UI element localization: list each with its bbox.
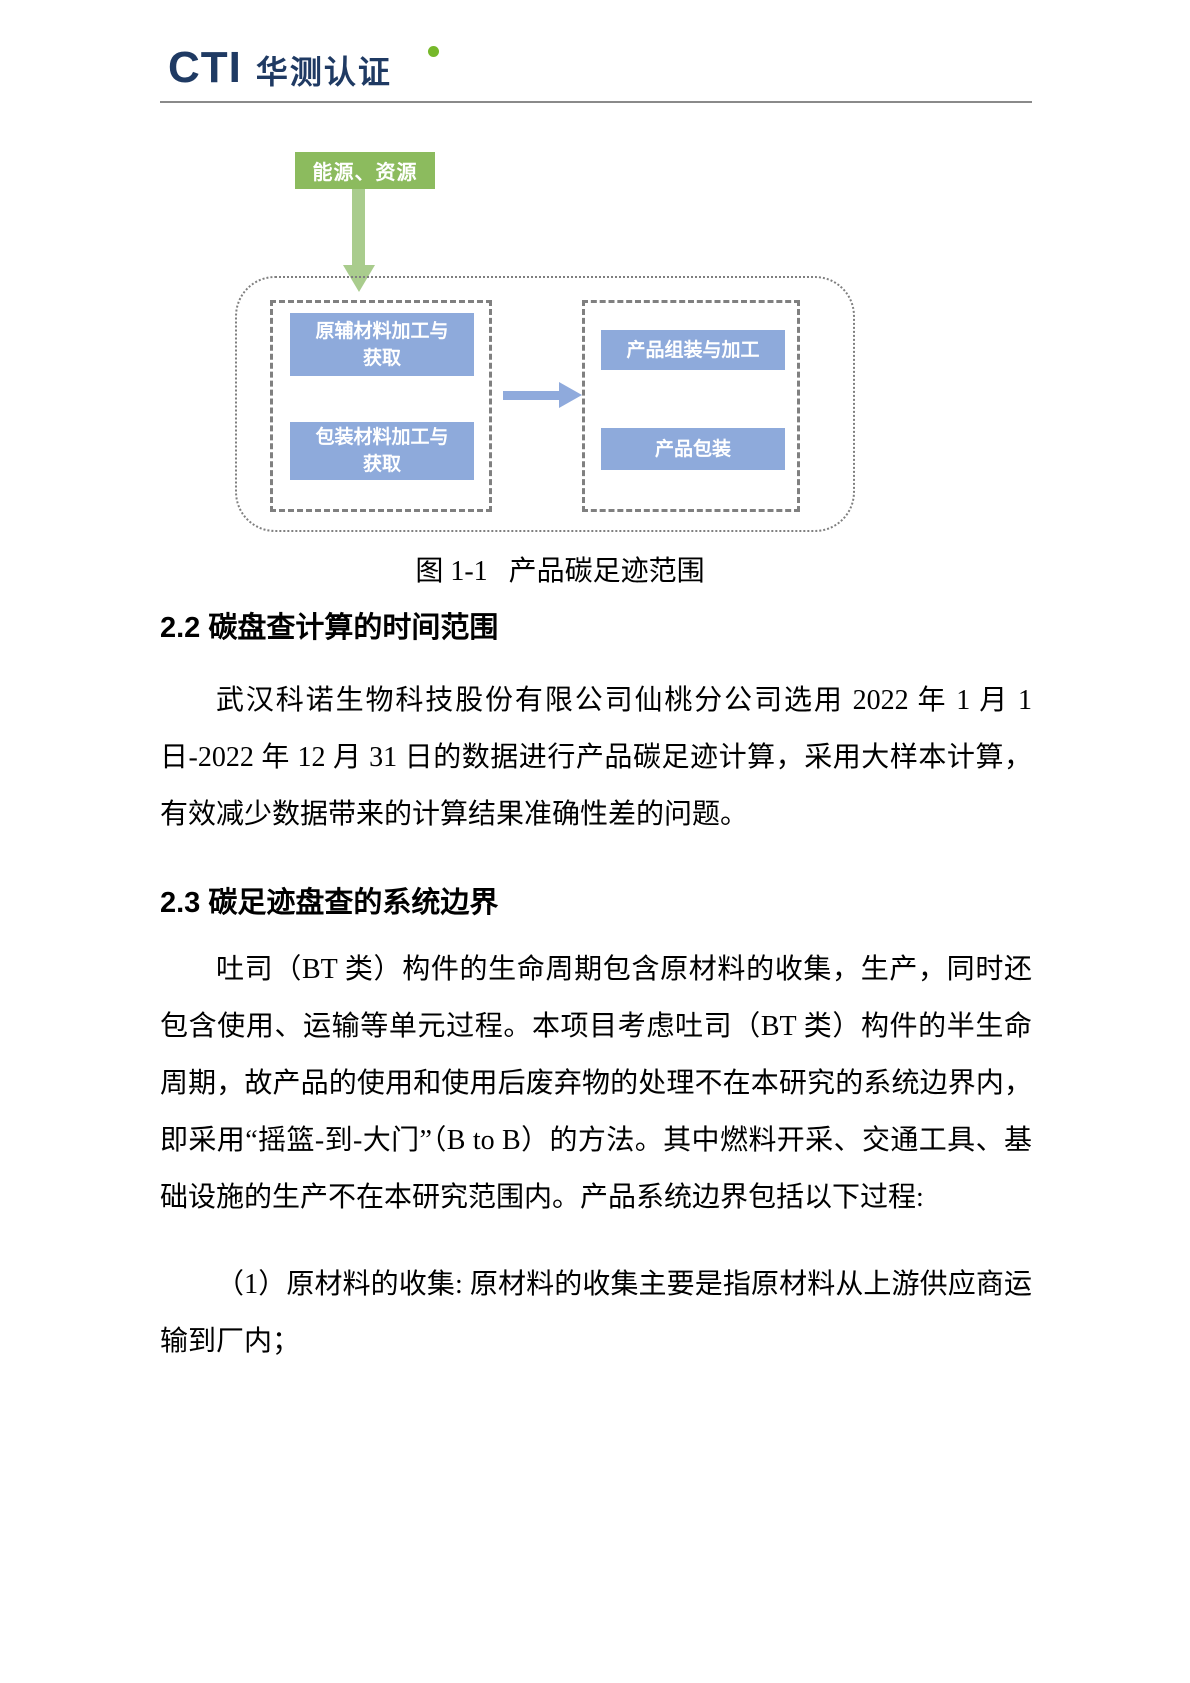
product-packaging-box: 产品包装 (601, 428, 785, 470)
right-arrow-icon (503, 391, 561, 400)
down-arrow-icon (352, 189, 365, 267)
cti-logo-text: CTI (168, 43, 242, 92)
raw-auxiliary-materials-box: 原辅材料加工与 获取 (290, 313, 474, 376)
header-divider (160, 101, 1032, 103)
section-2-3-paragraph: 吐司（BT 类）构件的生命周期包含原材料的收集，生产，同时还包含使用、运输等单元… (160, 954, 1032, 1213)
cti-logo-green-dot-icon (428, 46, 439, 57)
down-arrow-head-icon (343, 265, 375, 292)
section-2-2-paragraph: 武汉科诺生物科技股份有限公司仙桃分公司选用 2022 年 1 月 1 日-202… (160, 685, 1032, 830)
system-boundary-outline (235, 276, 855, 532)
materials-stage-group-box (270, 300, 492, 512)
product-assembly-box: 产品组装与加工 (601, 330, 785, 370)
packaging-materials-box: 包装材料加工与 获取 (290, 422, 474, 480)
energy-resource-box: 能源、资源 (295, 152, 435, 189)
cti-logo: CTI 华测认证 (168, 43, 439, 92)
section-2-3-list-item-1: （1）原材料的收集: 原材料的收集主要是指原材料从上游供应商运输到厂内； (160, 1269, 1032, 1357)
section-2-2-heading: 2.2 碳盘查计算的时间范围 (160, 612, 499, 644)
cti-logo-brand-name: 华测认证 (255, 54, 392, 90)
document-body: 2.2 碳盘查计算的时间范围 武汉科诺生物科技股份有限公司仙桃分公司选用 202… (160, 608, 1032, 1370)
figure-1-1-diagram: 能源、资源 原辅材料加工与 获取 包装材料加工与 获取 产品组装与加工 产品包装 (0, 0, 1190, 600)
assembly-stage-group-box (582, 300, 800, 512)
section-2-3-heading: 2.3 碳足迹盘查的系统边界 (160, 887, 499, 919)
figure-caption: 图 1-1 产品碳足迹范围 (415, 556, 705, 587)
right-arrow-head-icon (559, 382, 582, 408)
